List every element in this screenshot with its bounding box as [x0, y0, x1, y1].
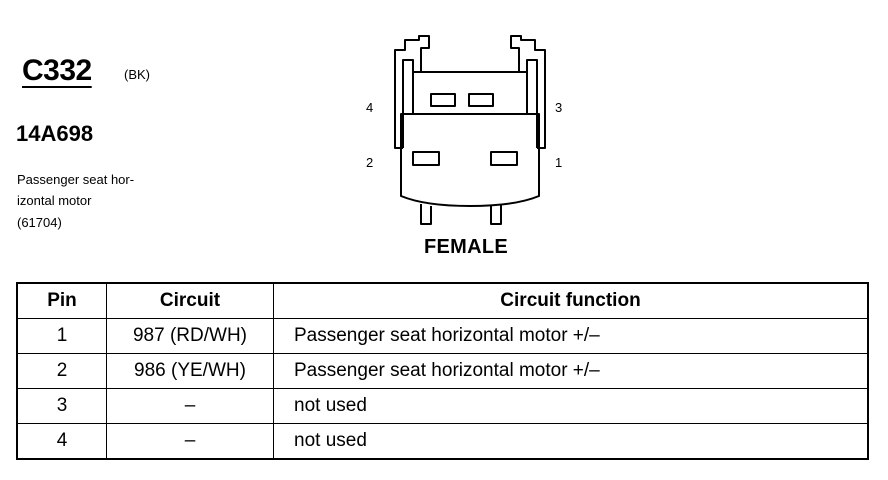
- function-cell: not used: [273, 388, 869, 424]
- table-row: 4 – not used: [16, 423, 869, 460]
- table-row: 1 987 (RD/WH) Passenger seat horizontal …: [16, 318, 869, 354]
- terminal-cavity-1: [490, 151, 518, 166]
- table-row: 3 – not used: [16, 388, 869, 424]
- terminal-cavity-3: [468, 93, 494, 107]
- pin-table: Pin Circuit Circuit function 1 987 (RD/W…: [16, 282, 869, 460]
- circuit-cell: –: [106, 388, 274, 424]
- right-latch: [510, 35, 546, 149]
- pin-cell: 4: [16, 423, 107, 460]
- pin-label-3: 3: [555, 100, 563, 115]
- left-latch-inner: [402, 59, 414, 148]
- description-line: Passenger seat hor-: [17, 172, 135, 187]
- pin-cell: 1: [16, 318, 107, 354]
- pin-label-2: 2: [366, 155, 374, 170]
- part-number: 14A698: [16, 121, 94, 146]
- pin-cell: 3: [16, 388, 107, 424]
- function-cell: Passenger seat horizontal motor +/–: [273, 353, 869, 389]
- circuit-cell: 987 (RD/WH): [106, 318, 274, 354]
- view-label: FEMALE: [424, 236, 509, 258]
- left-leg: [420, 204, 432, 225]
- circuit-cell: 986 (YE/WH): [106, 353, 274, 389]
- right-latch-inner: [526, 59, 538, 148]
- column-header-circuit: Circuit: [106, 282, 274, 319]
- connector-id: C332: [22, 54, 92, 87]
- terminal-cavity-4: [430, 93, 456, 107]
- right-leg: [490, 204, 502, 225]
- description-line: (61704): [17, 215, 62, 230]
- table-header-row: Pin Circuit Circuit function: [16, 282, 869, 319]
- pin-label-1: 1: [555, 155, 563, 170]
- table-row: 2 986 (YE/WH) Passenger seat horizontal …: [16, 353, 869, 389]
- column-header-pin: Pin: [16, 282, 107, 319]
- connector-face-diagram: [394, 35, 546, 225]
- connector-body: [400, 113, 540, 207]
- function-cell: not used: [273, 423, 869, 460]
- left-latch: [394, 35, 430, 149]
- circuit-cell: –: [106, 423, 274, 460]
- column-header-function: Circuit function: [273, 282, 869, 319]
- description-line: izontal motor: [17, 193, 92, 208]
- function-cell: Passenger seat horizontal motor +/–: [273, 318, 869, 354]
- connector-color: (BK): [124, 67, 150, 82]
- pin-cell: 2: [16, 353, 107, 389]
- terminal-cavity-2: [412, 151, 440, 166]
- pin-label-4: 4: [366, 100, 374, 115]
